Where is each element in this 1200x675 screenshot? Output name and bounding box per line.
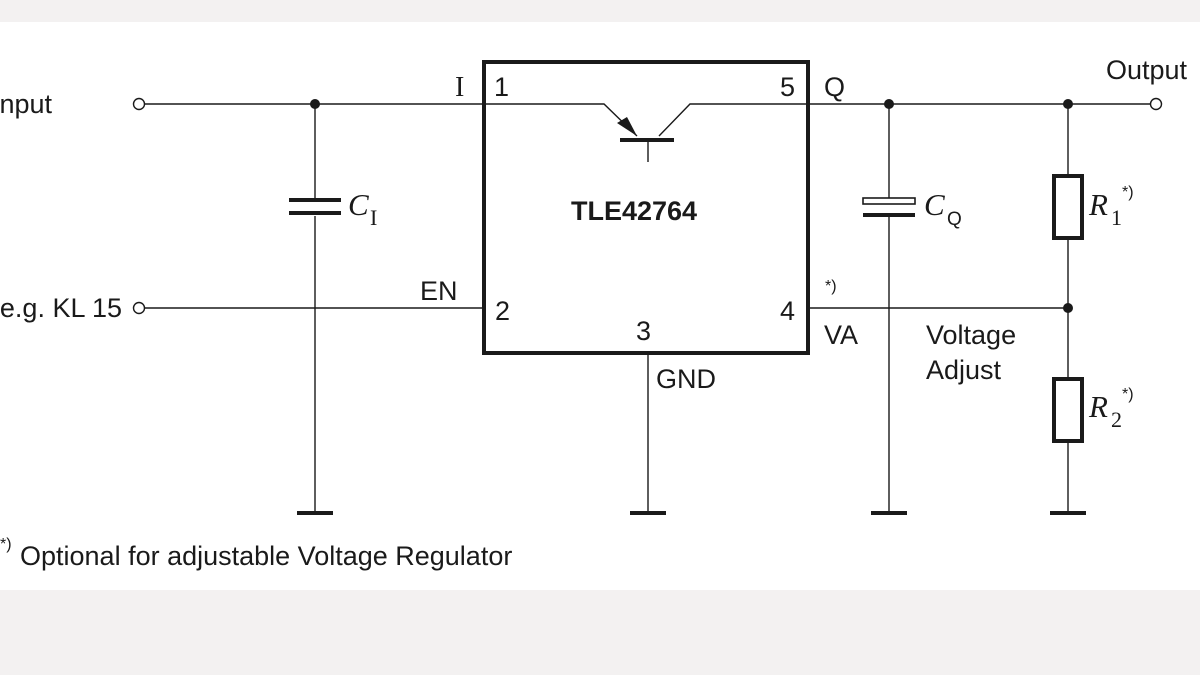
circuit-diagram: Input e.g. KL 15 Output I 1 5 Q EN 2 3 G… — [0, 55, 1188, 571]
voltage-adjust-line2: Adjust — [926, 355, 1002, 385]
footnote-mark: *) — [0, 536, 12, 553]
pin-5-number: 5 — [780, 72, 795, 102]
ci-subscript: I — [370, 205, 377, 230]
resistor-r2-icon — [1052, 377, 1084, 443]
schematic-canvas: Input e.g. KL 15 Output I 1 5 Q EN 2 3 G… — [0, 22, 1200, 590]
capacitor-cq-icon — [862, 197, 916, 217]
capacitor-ci-icon — [289, 198, 341, 215]
cq-subscript: Q — [947, 209, 962, 230]
junction-va — [1063, 303, 1073, 313]
output-terminal — [1149, 97, 1163, 111]
r1-footnote-mark: *) — [1122, 184, 1134, 201]
pin-en-label: EN — [420, 276, 458, 306]
pin-gnd-label: GND — [656, 364, 716, 394]
pin-q-label: Q — [824, 72, 845, 102]
voltage-adjust-line1: Voltage — [926, 320, 1016, 350]
r1-subscript: 1 — [1111, 205, 1122, 230]
input-label: Input — [0, 89, 53, 119]
junction-output — [1063, 99, 1073, 109]
pin-i-label: I — [455, 72, 464, 103]
r1-letter: R — [1088, 187, 1108, 222]
pin-4-footnote-mark: *) — [825, 278, 837, 295]
r2-footnote-mark: *) — [1122, 386, 1134, 403]
pin-2-number: 2 — [495, 296, 510, 326]
footnote-text: Optional for adjustable Voltage Regulato… — [20, 541, 512, 571]
r2-subscript: 2 — [1111, 407, 1122, 432]
r2-letter: R — [1088, 389, 1108, 424]
resistor-r1-icon — [1052, 174, 1084, 240]
ic-name: TLE42764 — [571, 196, 697, 226]
cq-letter: C — [924, 187, 945, 222]
pin-4-number: 4 — [780, 296, 795, 326]
input-terminal — [132, 97, 146, 111]
enable-terminal — [132, 301, 146, 315]
pin-va-label: VA — [824, 320, 858, 350]
ci-letter: C — [348, 187, 369, 222]
junction-ci — [310, 99, 320, 109]
pin-1-number: 1 — [494, 72, 509, 102]
output-label: Output — [1106, 55, 1188, 85]
pin-3-number: 3 — [636, 316, 651, 346]
transistor-icon — [484, 103, 808, 162]
enable-label: e.g. KL 15 — [0, 293, 122, 323]
junction-cq — [884, 99, 894, 109]
ic-box — [482, 60, 810, 355]
